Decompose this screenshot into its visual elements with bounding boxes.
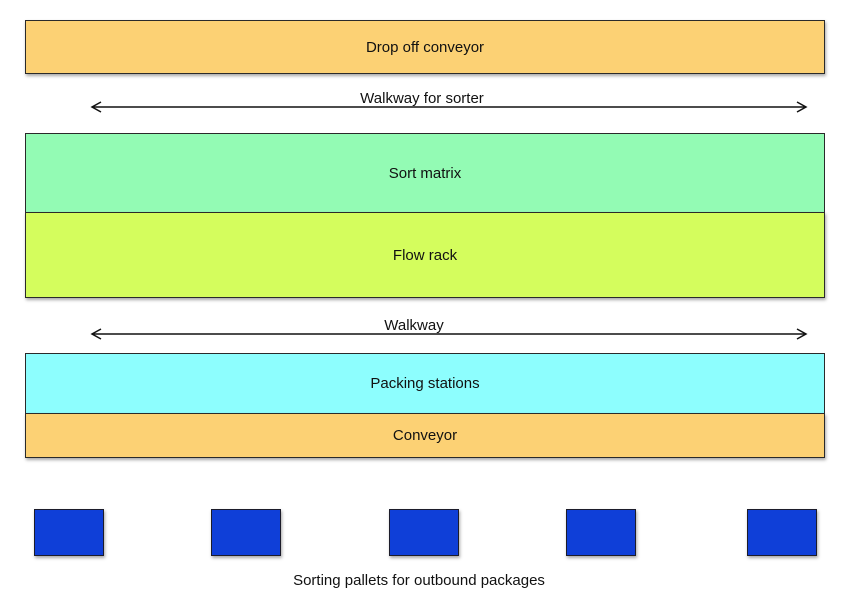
drop-off-conveyor-label: Drop off conveyor xyxy=(365,38,485,56)
sort-matrix: Sort matrix xyxy=(25,133,825,213)
walkway-main-arrow xyxy=(90,328,808,340)
packing-stations: Packing stations xyxy=(25,353,825,414)
pallet xyxy=(566,509,636,556)
pallet xyxy=(211,509,281,556)
drop-off-conveyor: Drop off conveyor xyxy=(25,20,825,74)
conveyor-label: Conveyor xyxy=(392,427,458,444)
walkway-sorter-label: Walkway for sorter xyxy=(360,90,484,107)
pallet xyxy=(34,509,104,556)
pallets-caption: Sorting pallets for outbound packages xyxy=(293,572,545,589)
sort-matrix-label: Sort matrix xyxy=(388,164,462,182)
conveyor: Conveyor xyxy=(25,413,825,458)
walkway-main-label: Walkway xyxy=(384,317,444,334)
pallet xyxy=(389,509,459,556)
flow-rack: Flow rack xyxy=(25,212,825,298)
pallet xyxy=(747,509,817,556)
flow-rack-label: Flow rack xyxy=(392,246,458,264)
walkway-sorter-arrow xyxy=(90,101,808,113)
packing-stations-label: Packing stations xyxy=(370,375,480,392)
